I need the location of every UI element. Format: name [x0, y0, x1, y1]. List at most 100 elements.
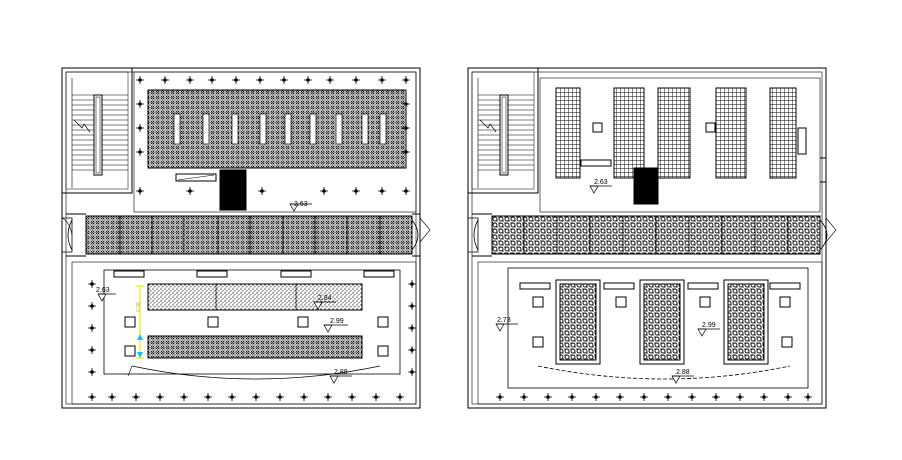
light-symbol-dot: [398, 395, 402, 399]
light-symbol-dot: [522, 395, 526, 399]
light-symbol-dot: [786, 395, 790, 399]
light-symbol-dot: [738, 395, 742, 399]
light-symbol-dot: [328, 78, 332, 82]
light-symbol-dot: [410, 348, 414, 352]
light-symbol-dot: [666, 395, 670, 399]
light-symbol-dot: [762, 395, 766, 399]
elevation-label-middle: 2.99: [702, 322, 716, 329]
outer-wall: [467, 67, 827, 409]
lower-hall: [71, 261, 417, 405]
right-floor-plan: [467, 67, 837, 409]
bench: [580, 159, 612, 167]
lower-columns: [124, 316, 389, 357]
light-symbol-dot: [642, 395, 646, 399]
stair-break-line: [479, 119, 497, 133]
column-block: [219, 169, 247, 211]
light-symbol-dot: [326, 395, 330, 399]
light-symbol-dot: [138, 189, 142, 193]
side-panel: [797, 127, 807, 155]
dimension-label: 0.38: [136, 302, 142, 312]
column-block: [633, 167, 659, 205]
grid-panels: [555, 87, 797, 179]
display-cases: [555, 279, 769, 365]
ceiling-lights: [88, 76, 812, 401]
light-symbol-dot: [410, 326, 414, 330]
stair-break-line: [73, 119, 91, 133]
right-door-swing: [819, 219, 828, 251]
left-door-swing: [67, 219, 73, 251]
light-symbol-dot: [714, 395, 718, 399]
light-symbol-dot: [90, 326, 94, 330]
light-symbol-dot: [410, 370, 414, 374]
light-symbol-dot: [410, 282, 414, 286]
light-symbol-dot: [138, 102, 142, 106]
lower-columns: [532, 296, 793, 348]
stage-lower-hatched: [147, 335, 363, 359]
corridor-dividers: [523, 216, 789, 254]
left-door-swing: [473, 219, 479, 251]
outer-wall: [61, 67, 421, 409]
light-symbol-dot: [410, 304, 414, 308]
light-symbol-dot: [134, 395, 138, 399]
light-symbol-dot: [90, 282, 94, 286]
light-symbol-dot: [90, 370, 94, 374]
light-symbol-dot: [404, 78, 408, 82]
corridor-dividers: [119, 216, 381, 254]
stair-room: [467, 67, 539, 194]
light-symbol-dot: [306, 78, 310, 82]
light-symbol-dot: [138, 78, 142, 82]
light-symbol-dot: [278, 395, 282, 399]
stair-railing: [499, 94, 509, 176]
light-symbol-dot: [404, 126, 408, 130]
light-symbol-dot: [188, 189, 192, 193]
light-symbol-dot: [210, 78, 214, 82]
light-symbol-dot: [404, 102, 408, 106]
elevation-label-bottom: 2.88: [676, 369, 690, 376]
light-symbol-dot: [570, 395, 574, 399]
elevation-label-top: 2.63: [594, 179, 608, 186]
light-symbol-dot: [374, 395, 378, 399]
stage-upper-dotted: [147, 283, 363, 311]
light-symbol-dot: [260, 189, 264, 193]
light-symbol-dot: [380, 78, 384, 82]
light-symbol-dot: [546, 395, 550, 399]
light-symbol-dot: [282, 78, 286, 82]
light-symbol-dot: [498, 395, 502, 399]
elevation-label-stage: 2.84: [318, 295, 332, 302]
light-symbol-dot: [322, 189, 326, 193]
light-symbol-dot: [163, 78, 167, 82]
light-symbol-dot: [206, 395, 210, 399]
stair-railing: [93, 94, 103, 176]
light-symbol-dot: [258, 78, 262, 82]
light-symbol-dot: [90, 395, 94, 399]
lower-hall-lights: [519, 282, 801, 290]
elevation-label-bottom: 2.88: [334, 369, 348, 376]
light-symbol-dot: [404, 150, 408, 154]
elevation-label-left: 2.73: [497, 317, 511, 324]
lower-hall: [477, 261, 823, 405]
light-symbol-dot: [594, 395, 598, 399]
light-symbol-dot: [230, 395, 234, 399]
light-symbol-dot: [254, 395, 258, 399]
light-symbol-dot: [350, 395, 354, 399]
curved-seating-edge: [537, 365, 791, 380]
top-room-columns: [592, 122, 716, 133]
light-symbol-dot: [806, 395, 810, 399]
top-room: [539, 77, 821, 213]
light-symbol-dot: [90, 348, 94, 352]
light-symbol-dot: [138, 150, 142, 154]
light-symbol-dot: [404, 189, 408, 193]
elevation-markers: [97, 185, 720, 384]
corridor-hatched: [85, 215, 413, 255]
elevation-label-top: 2.63: [294, 201, 308, 208]
lower-hall-inner: [507, 267, 809, 389]
lower-hall-inner: [103, 269, 401, 375]
lower-hall-lights: [113, 270, 395, 278]
light-symbol-dot: [618, 395, 622, 399]
light-symbol-dot: [110, 395, 114, 399]
light-symbol-dot: [182, 395, 186, 399]
light-symbol-dot: [138, 126, 142, 130]
curved-seating-edge: [131, 365, 381, 380]
